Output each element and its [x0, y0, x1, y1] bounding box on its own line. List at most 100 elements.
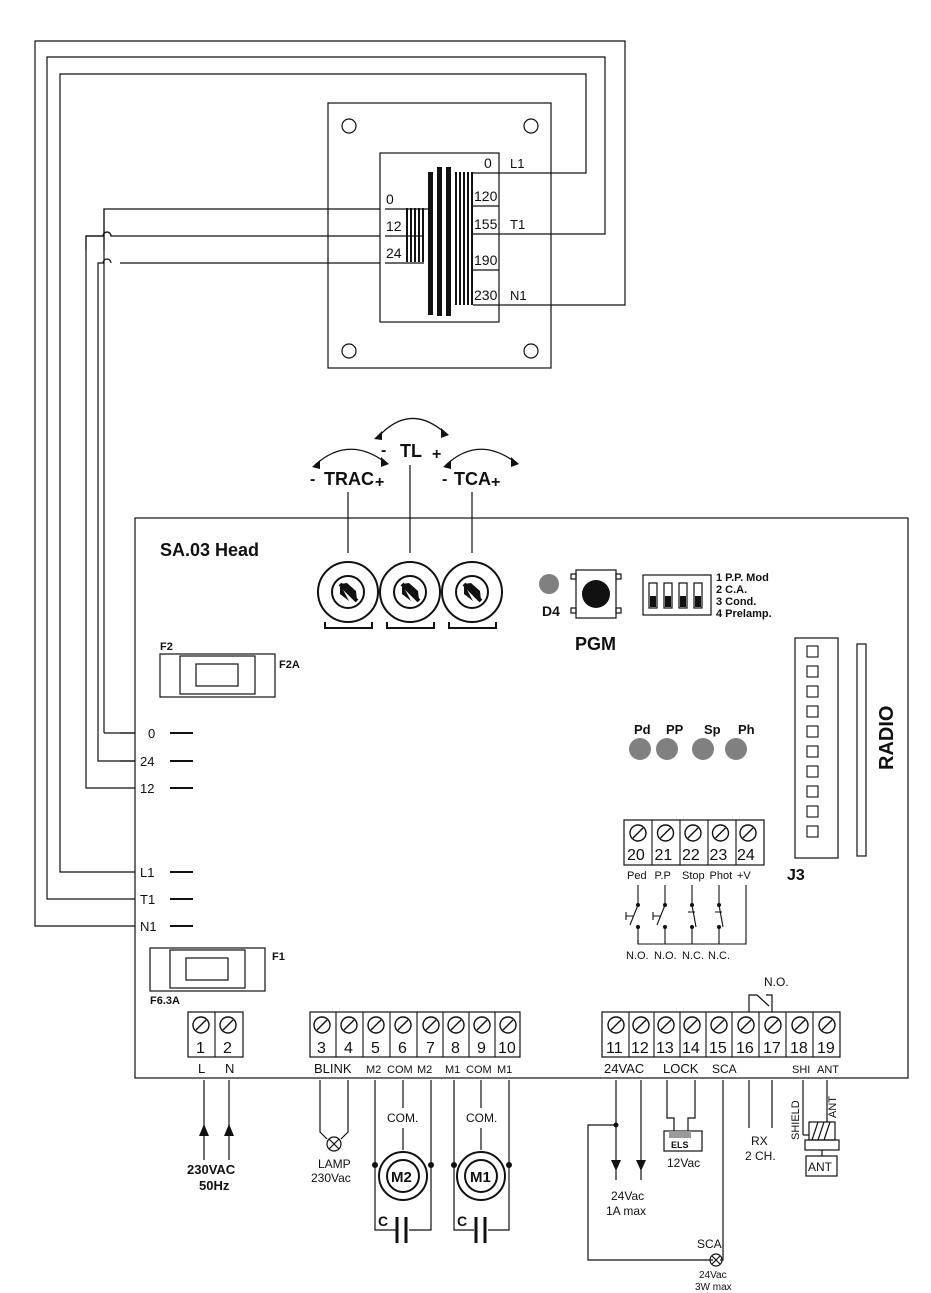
terminal-screw-4[interactable] — [340, 1016, 358, 1034]
terminal-screw-8[interactable] — [447, 1016, 465, 1034]
svg-text:+: + — [432, 446, 441, 463]
svg-text:COM: COM — [387, 1064, 413, 1076]
terminal-screw-15[interactable] — [710, 1016, 728, 1034]
svg-text:PP: PP — [666, 722, 684, 737]
terminal-screw-11[interactable] — [607, 1016, 625, 1034]
terminal-number: 9 — [477, 1040, 486, 1057]
input-leds: Pd PP Sp Ph — [629, 722, 755, 760]
mains-supply: 230VAC 50Hz — [187, 1080, 236, 1193]
svg-text:3W max: 3W max — [695, 1282, 732, 1293]
terminal-screw-16[interactable] — [737, 1016, 755, 1034]
f2-rating: F2A — [279, 659, 300, 671]
out-l1: L1 — [510, 156, 524, 171]
terminal-screw-13[interactable] — [657, 1016, 675, 1034]
svg-text:2 CH.: 2 CH. — [745, 1149, 776, 1163]
svg-text:+: + — [375, 474, 384, 491]
terminal-number: 5 — [371, 1040, 380, 1057]
svg-text:C: C — [457, 1213, 467, 1229]
dip-1: 1 P.P. Mod — [716, 572, 769, 584]
out-n1: N1 — [510, 288, 527, 303]
j3-pin — [806, 825, 819, 838]
m1-motor-icon — [456, 1151, 506, 1201]
terminal-number: 2 — [223, 1040, 232, 1057]
input-terminal-name: P.P — [655, 870, 671, 882]
terminal-screw-1[interactable] — [192, 1016, 210, 1034]
svg-text:T1: T1 — [140, 892, 155, 907]
j3-pin — [806, 785, 819, 798]
svg-text:L1: L1 — [140, 865, 154, 880]
terminal-screw-18[interactable] — [791, 1016, 809, 1034]
terminal-screw-6[interactable] — [394, 1016, 412, 1034]
motor-m1: COM. M1 C — [451, 1080, 512, 1243]
pgm-button[interactable] — [570, 569, 622, 619]
terminal-number: 4 — [344, 1040, 353, 1057]
svg-text:M2: M2 — [366, 1064, 381, 1076]
sca-lamp-icon — [709, 1253, 723, 1267]
terminal-screw-10[interactable] — [499, 1016, 517, 1034]
svg-text:N.O.: N.O. — [654, 950, 677, 962]
svg-text:N.C.: N.C. — [682, 950, 704, 962]
svg-text:24VAC: 24VAC — [604, 1061, 644, 1076]
terminal-screw-17[interactable] — [764, 1016, 782, 1034]
input-screw-20[interactable] — [629, 824, 647, 842]
svg-text:1A max: 1A max — [606, 1204, 646, 1218]
svg-text:SHIELD: SHIELD — [790, 1100, 802, 1140]
rx-receiver: RX 2 CH. — [745, 1080, 776, 1163]
terminal-screw-9[interactable] — [473, 1016, 491, 1034]
tap-190: 190 — [474, 252, 498, 268]
svg-text:Pd: Pd — [634, 722, 651, 737]
dip-3: 3 Cond. — [716, 596, 756, 608]
electric-lock: ELS 12Vac — [663, 1080, 703, 1170]
j3-connector — [794, 637, 839, 859]
f1-label: F1 — [272, 951, 285, 963]
input-screw-24[interactable] — [739, 824, 757, 842]
terminal-number: 3 — [317, 1040, 326, 1057]
input-terminal-name: +V — [737, 870, 751, 882]
svg-text:M1: M1 — [470, 1169, 491, 1186]
svg-text:0: 0 — [148, 726, 155, 741]
secondary-winding — [406, 208, 424, 262]
svg-text:M1: M1 — [445, 1064, 460, 1076]
terminal-screw-5[interactable] — [367, 1016, 385, 1034]
svg-text:N.O.: N.O. — [764, 975, 789, 989]
svg-text:SHI: SHI — [792, 1064, 810, 1076]
svg-text:ANT: ANT — [808, 1160, 833, 1174]
svg-text:LOCK: LOCK — [663, 1061, 699, 1076]
trimmer-tca[interactable] — [441, 561, 503, 629]
fuse-f2 — [159, 653, 276, 698]
input-terminal-name: Phot — [710, 870, 733, 882]
aux-terminal-block[interactable] — [601, 1011, 841, 1058]
input-contacts: N.O. N.O. N.C. N.C. — [625, 885, 747, 962]
trimmer-tl[interactable] — [379, 561, 441, 629]
terminal-screw-19[interactable] — [818, 1016, 836, 1034]
svg-text:LAMP: LAMP — [318, 1157, 351, 1171]
fuse-f1 — [149, 947, 266, 992]
terminal-screw-14[interactable] — [683, 1016, 701, 1034]
svg-text:M2: M2 — [417, 1064, 432, 1076]
sec-tap-0: 0 — [386, 191, 394, 207]
trimmer-trac[interactable] — [317, 561, 379, 629]
terminal-screw-3[interactable] — [313, 1016, 331, 1034]
input-terminal-name: Ped — [627, 870, 647, 882]
j3-pin — [806, 745, 819, 758]
input-screw-22[interactable] — [684, 824, 702, 842]
out-t1: T1 — [510, 217, 525, 232]
j3-pin — [806, 805, 819, 818]
motor-terminal-block[interactable] — [309, 1011, 521, 1058]
svg-text:N.C.: N.C. — [708, 950, 730, 962]
svg-text:ELS: ELS — [671, 1140, 689, 1150]
f1-rating: F6.3A — [150, 995, 180, 1007]
input-screw-23[interactable] — [711, 824, 730, 842]
input-terminal-number: 21 — [655, 847, 673, 864]
dip-switch[interactable] — [642, 574, 712, 616]
svg-text:24Vac: 24Vac — [699, 1270, 727, 1281]
terminal-number: 16 — [736, 1040, 754, 1057]
svg-text:50Hz: 50Hz — [199, 1178, 230, 1193]
terminal-screw-7[interactable] — [422, 1016, 440, 1034]
terminal-screw-2[interactable] — [219, 1016, 237, 1034]
terminal-screw-12[interactable] — [632, 1016, 650, 1034]
input-terminal-number: 20 — [627, 847, 645, 864]
input-screw-21[interactable] — [656, 824, 675, 842]
terminal-number: 12 — [631, 1040, 649, 1057]
